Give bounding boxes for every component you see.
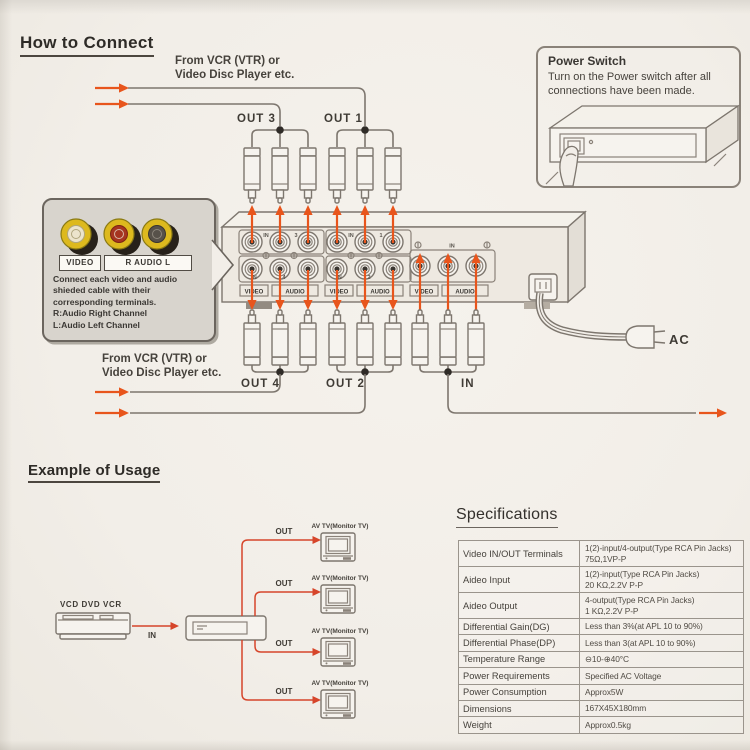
ac-label: AC — [669, 332, 690, 347]
specifications-title: Specifications — [456, 506, 558, 528]
spec-row-temperature-range: Temperature Range ⊖10-⊕40°C — [459, 651, 743, 669]
audio-terminal-label: R AUDIO L — [104, 255, 192, 271]
tv-label: AV TV(Monitor TV) — [312, 680, 369, 687]
panel-audio-label: AUDIO — [285, 290, 305, 296]
photo-edge-bottom — [0, 740, 750, 750]
spec-value: Approx5W — [585, 687, 624, 697]
spec-label: Dimensions — [459, 700, 580, 717]
how-to-connect-title: How to Connect — [20, 33, 154, 57]
spec-row-video-terminals: Video IN/OUT Terminals 1(2)-input/4-outp… — [459, 541, 743, 567]
switcher-rear-panel: IN 3 IN 4 IN 1 IN 2 IN VIDEO AUD — [220, 210, 587, 309]
power-switch-callout: Power Switch Turn on the Power switch af… — [536, 46, 741, 188]
spec-row-differential-phase: Differential Phase(DP) Less than 3(at AP… — [459, 635, 743, 652]
spec-label: Weight — [459, 717, 580, 733]
out3-label: OUT 3 — [237, 113, 276, 125]
specifications-table: Video IN/OUT Terminals 1(2)-input/4-outp… — [458, 540, 744, 734]
panel-row-label: IN — [251, 275, 257, 281]
power-switch-body: Turn on the Power switch after all conne… — [548, 71, 711, 97]
tv-label: AV TV(Monitor TV) — [312, 628, 369, 635]
out3-junction-dot — [276, 126, 284, 134]
out1-junction-dot — [361, 126, 369, 134]
spec-value: Less than 3(at APL 10 to 90%) — [585, 637, 696, 648]
signal-arrows — [247, 205, 481, 312]
usage-in-label: IN — [148, 631, 156, 640]
tv-label: AV TV(Monitor TV) — [312, 523, 369, 530]
usage-out-label: OUT — [276, 527, 293, 536]
spec-value: Approx0.5kg — [585, 719, 631, 730]
in-junction-dot — [444, 368, 452, 376]
in-label: IN — [461, 378, 475, 390]
spec-row-power-requirements: Power Requirements Specified AC Voltage — [459, 668, 743, 685]
panel-video-label: VIDEO — [245, 290, 264, 296]
bottom-rca-plugs — [243, 309, 485, 366]
panel-audio-label: AUDIO — [370, 290, 390, 296]
spec-label: Video IN/OUT Terminals — [459, 541, 580, 566]
spec-value: 167X45X180mm — [585, 703, 647, 714]
spec-label: Aideo Input — [459, 567, 580, 592]
spec-row-audio-output: Aideo Output 4-output(Type RCA Pin Jacks… — [459, 593, 743, 619]
device-foot — [246, 302, 272, 309]
out2-junction-dot — [361, 368, 369, 376]
spec-label: Temperature Range — [459, 651, 580, 668]
switcher-icon — [185, 615, 267, 641]
usage-out-label: OUT — [276, 639, 293, 648]
power-switch-title: Power Switch — [548, 54, 627, 68]
panel-row-label: IN — [336, 275, 342, 281]
spec-row-dimensions: Dimensions 167X45X180mm — [459, 700, 743, 718]
ac-cord — [535, 292, 666, 349]
panel-row-num: 4 — [282, 275, 286, 281]
out4-label: OUT 4 — [241, 378, 280, 390]
spec-label: Differential Gain(DG) — [459, 619, 580, 635]
spec-value: Less than 3%(at APL 10 to 90%) — [585, 621, 703, 632]
photo-edge-left — [0, 0, 12, 750]
video-terminal-label: VIDEO — [59, 255, 101, 271]
panel-row-label: IN — [263, 233, 269, 239]
ac-plug-icon — [625, 325, 655, 349]
tv-icon — [320, 637, 356, 667]
spec-row-audio-input: Aideo Input 1(2)-input(Type RCA Pin Jack… — [459, 567, 743, 593]
panel-in-label: IN — [449, 244, 455, 250]
top-feed-lines — [95, 83, 366, 126]
device-foot — [524, 302, 550, 309]
usage-diagram: VCD DVD VCR IN OUT OUT OUT OUT AV TV(Mon… — [55, 523, 369, 719]
out4-junction-dot — [276, 368, 284, 376]
spec-value: 1(2)-input(Type RCA Pin Jacks) 20 KΩ,2.2… — [585, 569, 700, 590]
vcd-player-icon — [55, 612, 131, 635]
cable-callout: VIDEO R AUDIO L Connect each video and a… — [42, 198, 216, 342]
top-source-label: From VCR (VTR) or Video Disc Player etc. — [175, 55, 295, 81]
usage-out-label: OUT — [276, 579, 293, 588]
spec-value: Specified AC Voltage — [585, 670, 662, 681]
spec-row-power-consumption: Power Consumption Approx5W — [459, 684, 743, 701]
cable-callout-text: Connect each video and audio shieded cab… — [53, 274, 178, 330]
panel-audio-label: AUDIO — [455, 290, 475, 296]
tv-label: AV TV(Monitor TV) — [312, 575, 369, 582]
out2-label: OUT 2 — [326, 378, 365, 390]
panel-row-num: 3 — [294, 233, 297, 239]
panel-row-label: IN — [348, 233, 354, 239]
panel-video-label: VIDEO — [415, 290, 434, 296]
top-rca-plugs — [243, 147, 402, 204]
spec-label: Power Requirements — [459, 668, 580, 684]
spec-label: Power Consumption — [459, 684, 580, 700]
panel-row-num: 1 — [379, 233, 382, 239]
spec-row-weight: Weight Approx0.5kg — [459, 717, 743, 733]
spec-row-differential-gain: Differential Gain(DG) Less than 3%(at AP… — [459, 619, 743, 636]
spec-value: 1(2)-input/4-output(Type RCA Pin Jacks) … — [585, 543, 732, 564]
spec-label: Aideo Output — [459, 593, 580, 618]
panel-video-label: VIDEO — [330, 290, 349, 296]
out3-out1-branches — [251, 126, 394, 147]
vcd-label: VCD DVD VCR — [60, 600, 122, 609]
tv-icon — [320, 584, 356, 614]
panel-row-num: 2 — [367, 275, 370, 281]
out1-label: OUT 1 — [324, 113, 363, 125]
spec-label: Differential Phase(DP) — [459, 635, 580, 651]
tv-icon — [320, 689, 356, 719]
spec-value: 4-output(Type RCA Pin Jacks) 1 KΩ,2.2V P… — [585, 595, 695, 616]
example-of-usage-title: Example of Usage — [28, 462, 161, 483]
usage-out-label: OUT — [276, 687, 293, 696]
tv-icon — [320, 532, 356, 562]
spec-value: ⊖10-⊕40°C — [585, 654, 629, 665]
photo-edge-top — [0, 0, 750, 14]
bottom-source-label: From VCR (VTR) or Video Disc Player etc. — [102, 353, 222, 379]
